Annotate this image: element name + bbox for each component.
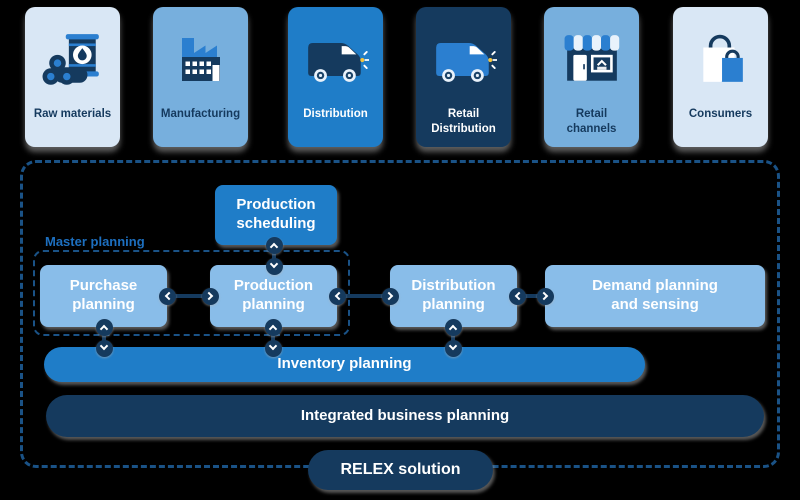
stage-card-manufacturing: Manufacturing	[153, 7, 248, 147]
arrow-down-icon	[444, 339, 462, 357]
connector-line	[271, 327, 275, 348]
purchase-planning-label: Purchase planning	[69, 277, 138, 313]
connector-line	[102, 327, 106, 348]
stage-card-raw-materials: Raw materials	[25, 7, 120, 147]
distribution-planning-box: Distribution planning	[390, 265, 517, 327]
stage-label-raw-materials: Raw materials	[33, 108, 112, 120]
stage-label-distribution: Distribution	[303, 108, 368, 120]
integrated-business-planning-label: Integrated business planning	[300, 406, 510, 424]
purchase-planning-box: Purchase planning	[40, 265, 167, 327]
stage-card-retail-channels: Retail channels	[544, 7, 639, 147]
oil-barrel-icon	[42, 15, 104, 105]
connector-line	[337, 294, 390, 298]
connector-line	[272, 245, 276, 266]
arrow-right-icon	[536, 287, 554, 305]
arrow-left-icon	[328, 287, 346, 305]
arrow-down-icon	[264, 339, 282, 357]
arrow-down-icon	[95, 339, 113, 357]
arrow-left-icon	[508, 287, 526, 305]
delivery-van-icon	[303, 15, 369, 105]
production-scheduling-label: Production scheduling	[236, 196, 316, 232]
production-planning-box: Production planning	[210, 265, 337, 327]
arrow-right-icon	[381, 287, 399, 305]
stage-label-consumers: Consumers	[688, 108, 753, 120]
delivery-van-icon	[431, 15, 497, 105]
stage-label-manufacturing: Manufacturing	[160, 108, 241, 120]
production-scheduling-box: Production scheduling	[215, 185, 337, 245]
production-planning-label: Production planning	[233, 277, 314, 313]
master-planning-label: Master planning	[45, 234, 145, 249]
arrow-up-icon	[265, 236, 283, 254]
demand-planning-box: Demand planning and sensing	[545, 265, 765, 327]
storefront-icon	[563, 15, 621, 105]
connector-line	[167, 294, 210, 298]
stage-card-retail-distribution: Retail Distribution	[416, 7, 511, 147]
arrow-right-icon	[201, 287, 219, 305]
shopping-bags-icon	[693, 15, 749, 105]
relex-solution-label: RELEX solution	[340, 461, 461, 478]
inventory-planning-label: Inventory planning	[277, 355, 412, 373]
arrow-down-icon	[265, 257, 283, 275]
connector-line	[451, 327, 455, 348]
stage-card-distribution: Distribution	[288, 7, 383, 147]
arrow-left-icon	[158, 287, 176, 305]
integrated-business-planning-bar: Integrated business planning	[46, 395, 764, 437]
arrow-up-icon	[444, 318, 462, 336]
distribution-planning-label: Distribution planning	[411, 277, 496, 313]
relex-solution-pill: RELEX solution	[308, 450, 493, 490]
inventory-planning-bar: Inventory planning	[44, 347, 645, 382]
demand-planning-label: Demand planning and sensing	[592, 277, 718, 313]
stage-card-consumers: Consumers	[673, 7, 768, 147]
stage-label-retail-channels: Retail channels	[566, 108, 617, 135]
master-planning-group-box	[33, 250, 350, 336]
connector-line	[517, 294, 545, 298]
arrow-up-icon	[95, 318, 113, 336]
arrow-up-icon	[264, 318, 282, 336]
factory-icon	[172, 15, 230, 105]
stage-label-retail-distribution: Retail Distribution	[431, 108, 496, 135]
